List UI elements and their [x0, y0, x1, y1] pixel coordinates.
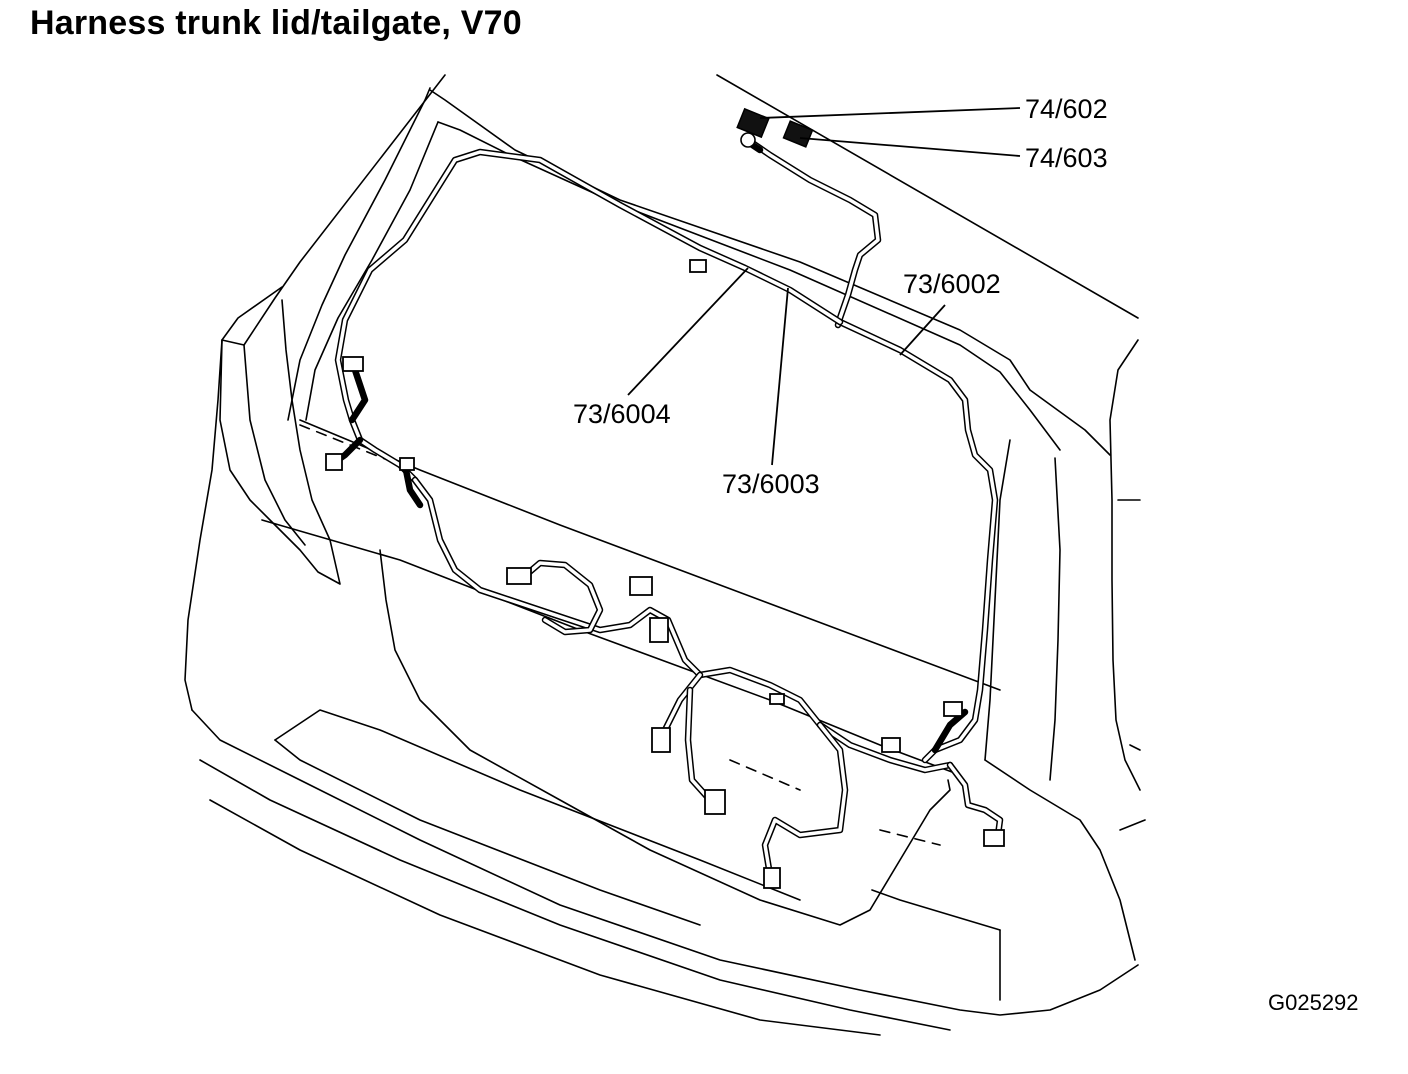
- wiring-harness: [331, 136, 1004, 879]
- callout-74-602: 74/602: [1025, 94, 1108, 124]
- connector: [943, 701, 963, 717]
- car-body-outline: [184, 74, 1146, 1036]
- connector: [881, 737, 901, 753]
- connector-74-602: [736, 107, 770, 139]
- connector: [689, 259, 707, 273]
- leader-lines: [627, 107, 1021, 466]
- connector: [769, 693, 785, 705]
- figure-code: G025292: [1268, 990, 1359, 1015]
- leader-74-602: [759, 107, 1021, 119]
- connector: [399, 457, 415, 471]
- connector: [506, 567, 532, 585]
- connector: [342, 356, 364, 372]
- callout-73-6002: 73/6002: [903, 269, 1001, 299]
- connector: [325, 453, 343, 471]
- leader-74-603: [799, 137, 1021, 157]
- callout-73-6003: 73/6003: [722, 469, 820, 499]
- connector-74-603: [782, 120, 814, 148]
- grommet: [740, 132, 756, 148]
- leader-73-6004: [627, 267, 749, 396]
- callout-73-6004: 73/6004: [573, 399, 671, 429]
- connector: [629, 576, 653, 596]
- leader-73-6002: [899, 304, 946, 356]
- diagram-title: Harness trunk lid/tailgate, V70: [30, 4, 522, 42]
- connectors: [325, 107, 1005, 889]
- connector: [704, 789, 726, 815]
- connector: [649, 617, 669, 643]
- connector: [763, 867, 781, 889]
- callout-74-603: 74/603: [1025, 143, 1108, 173]
- connector: [983, 829, 1005, 847]
- connector: [651, 727, 671, 753]
- leader-73-6003: [771, 287, 789, 466]
